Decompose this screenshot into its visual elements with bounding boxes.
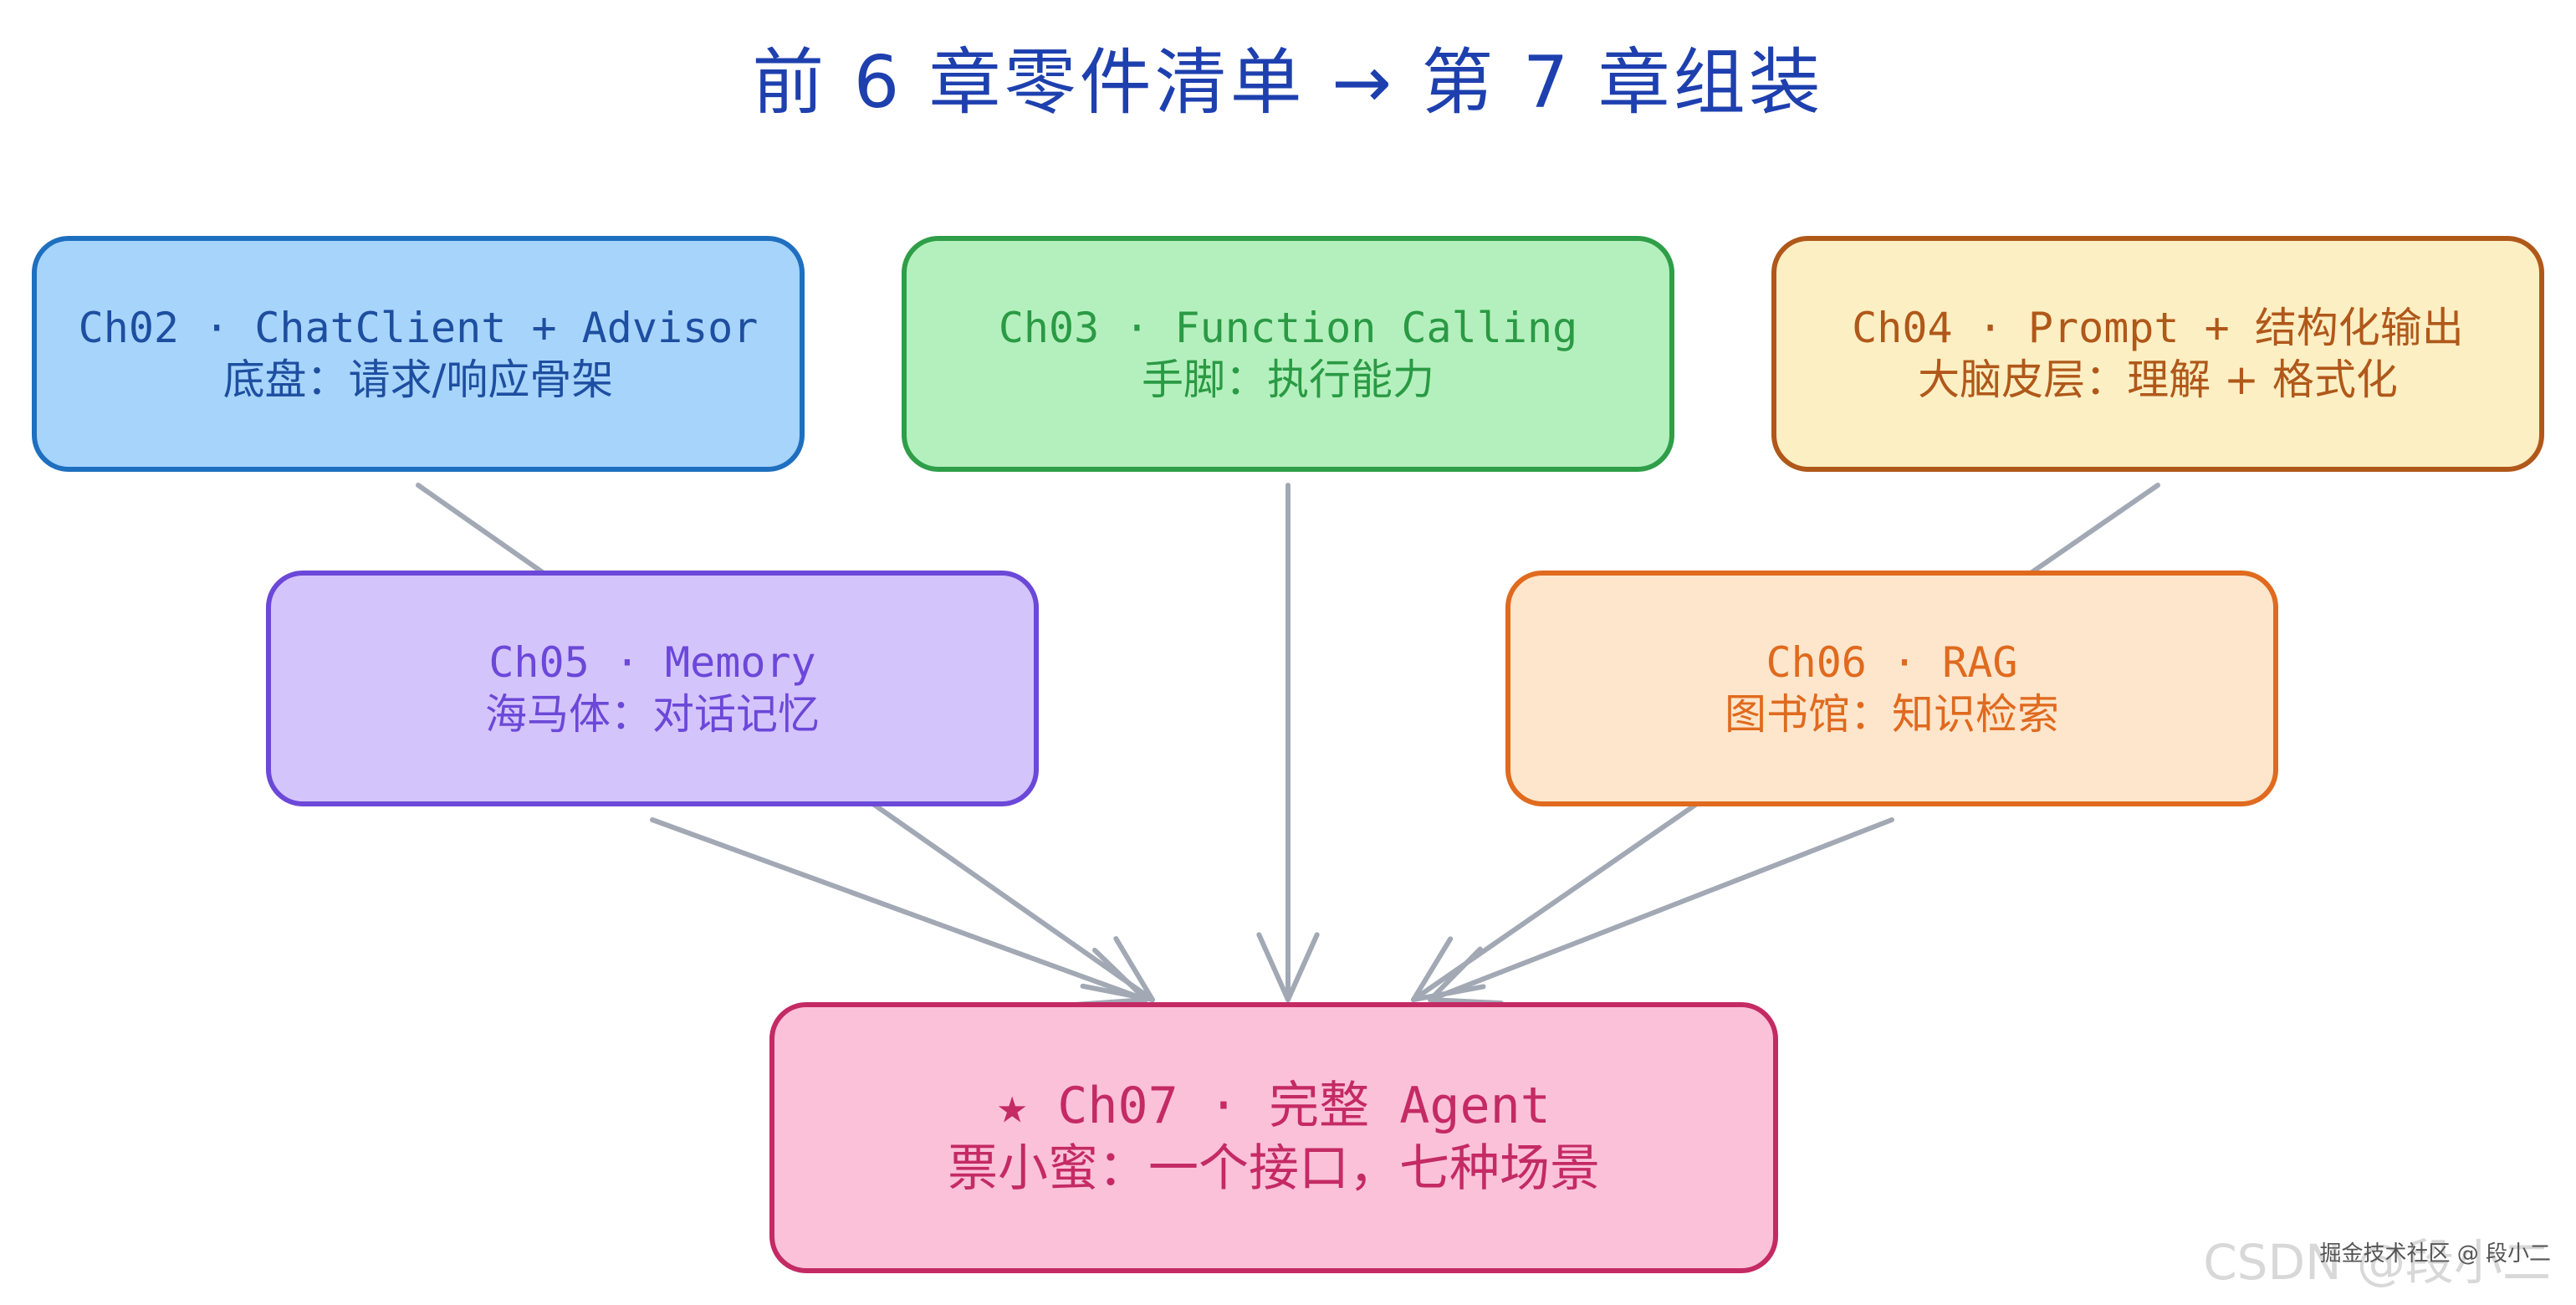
node-ch03-desc: 手脚：执行能力: [1142, 356, 1434, 404]
node-ch04-heading: Ch04 · Prompt + 结构化输出: [1852, 303, 2464, 352]
node-ch02-heading: Ch02 · ChatClient + Advisor: [78, 303, 759, 352]
node-ch04: Ch04 · Prompt + 结构化输出 大脑皮层：理解 + 格式化: [1771, 236, 2544, 472]
node-ch07-desc: 票小蜜：一个接口，七种场景: [948, 1139, 1600, 1198]
edge-ch06-to-ch07: [1428, 817, 1894, 1006]
watermark-text: CSDN @段小二: [2203, 1234, 2551, 1291]
node-ch03: Ch03 · Function Calling 手脚：执行能力: [902, 236, 1674, 472]
node-ch05: Ch05 · Memory 海马体：对话记忆: [266, 571, 1039, 806]
node-ch06-heading: Ch06 · RAG: [1766, 637, 2018, 687]
node-ch02-desc: 底盘：请求/响应骨架: [222, 356, 614, 404]
node-ch07-heading: ★ Ch07 · 完整 Agent: [997, 1077, 1551, 1135]
edge-ch05-to-ch07: [650, 817, 1148, 1007]
node-ch07: ★ Ch07 · 完整 Agent 票小蜜：一个接口，七种场景: [769, 1002, 1778, 1273]
diagram-title: 前 6 章零件清单 → 第 7 章组装: [752, 41, 1824, 125]
node-ch05-heading: Ch05 · Memory: [488, 637, 816, 687]
node-ch06-desc: 图书馆：知识检索: [1725, 690, 2059, 739]
node-ch05-desc: 海马体：对话记忆: [485, 690, 820, 739]
edge-ch03-to-ch07: [1256, 483, 1320, 1002]
node-ch02: Ch02 · ChatClient + Advisor 底盘：请求/响应骨架: [32, 236, 805, 472]
watermark: CSDN @段小二 掘金技术社区 @ 段小二: [2203, 1223, 2551, 1293]
node-ch03-heading: Ch03 · Function Calling: [998, 303, 1578, 352]
watermark-small: 掘金技术社区 @ 段小二: [2319, 1241, 2551, 1267]
node-ch06: Ch06 · RAG 图书馆：知识检索: [1505, 571, 2278, 806]
node-ch04-desc: 大脑皮层：理解 + 格式化: [1918, 356, 2398, 404]
